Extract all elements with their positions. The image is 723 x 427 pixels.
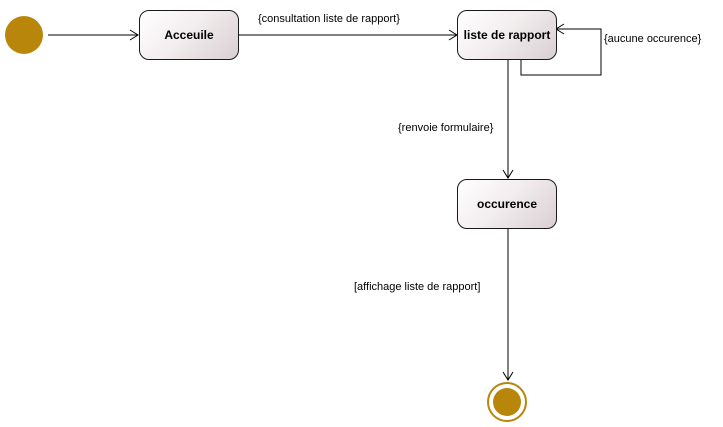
state-accueil-label: Acceuile bbox=[164, 28, 214, 42]
state-occurence-label: occurence bbox=[476, 197, 538, 211]
state-liste-label: liste de rapport bbox=[463, 28, 551, 42]
transition-liste-occurence bbox=[502, 60, 514, 179]
label-consultation: {consultation liste de rapport} bbox=[258, 13, 400, 25]
state-liste-de-rapport[interactable]: liste de rapport bbox=[457, 10, 557, 60]
transition-accueil-liste bbox=[238, 29, 458, 41]
transition-occurence-final bbox=[502, 229, 514, 381]
final-node bbox=[487, 382, 527, 422]
label-aucune-occurence: {aucune occurence} bbox=[604, 33, 702, 45]
state-accueil[interactable]: Acceuile bbox=[139, 10, 239, 60]
label-affichage: [affichage liste de rapport] bbox=[354, 281, 481, 293]
label-renvoie-formulaire: {renvoie formulaire} bbox=[398, 122, 494, 134]
initial-node bbox=[5, 16, 43, 54]
state-occurence[interactable]: occurence bbox=[457, 179, 557, 229]
transition-start-accueil bbox=[48, 29, 139, 41]
